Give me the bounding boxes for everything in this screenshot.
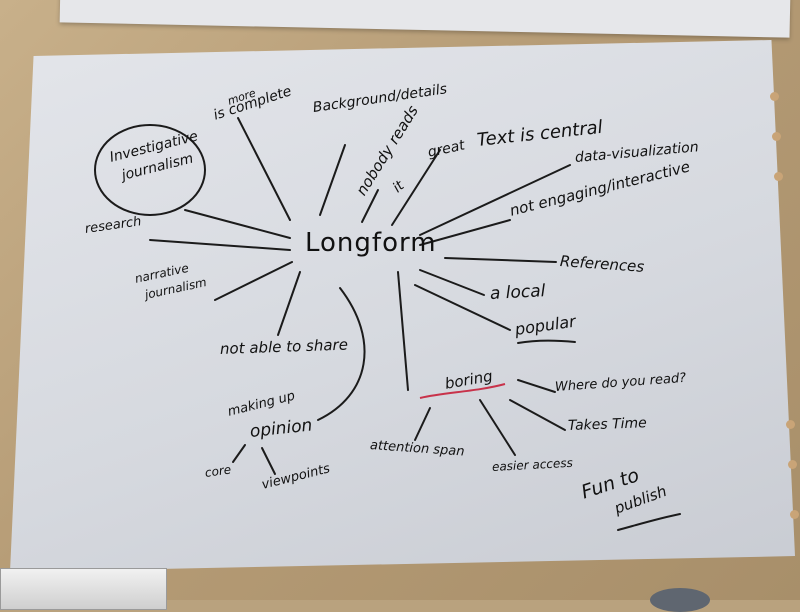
- punch-hole: [790, 510, 799, 519]
- central-topic: Longform: [305, 228, 437, 258]
- branch-text-central: [391, 149, 441, 226]
- branch-local: [419, 269, 485, 296]
- publish-underline: [617, 513, 681, 531]
- branch-opinion: [317, 287, 366, 421]
- punch-hole: [786, 420, 795, 429]
- red-underline: [419, 383, 506, 399]
- branch-research: [149, 239, 291, 251]
- branch-easier: [479, 399, 516, 456]
- branch-background: [319, 144, 346, 216]
- branch-investigative: [184, 209, 291, 239]
- punch-hole: [788, 460, 797, 469]
- branch-boring: [397, 271, 409, 391]
- punch-hole: [770, 92, 779, 101]
- branch-not-share: [277, 271, 301, 336]
- branch-complete: [237, 117, 291, 221]
- branch-popular: [414, 284, 511, 331]
- investigative-circle: [94, 124, 206, 216]
- branch-core: [232, 444, 246, 463]
- punch-hole: [774, 172, 783, 181]
- branch-attention: [414, 407, 431, 441]
- punch-hole: [772, 132, 781, 141]
- branch-data-vis: [419, 164, 571, 236]
- branch-where-read: [517, 379, 556, 393]
- label-local: a local: [489, 281, 546, 304]
- branch-viewpoints: [261, 447, 276, 475]
- branch-nobody: [361, 189, 379, 223]
- branch-narrative: [214, 261, 293, 301]
- flipchart-paper: [10, 40, 795, 572]
- popular-underline: [517, 339, 576, 344]
- branch-references: [444, 257, 557, 263]
- label-takes-time: Takes Time: [567, 415, 648, 434]
- branch-takes-time: [509, 399, 566, 431]
- branch-engaging: [419, 219, 511, 246]
